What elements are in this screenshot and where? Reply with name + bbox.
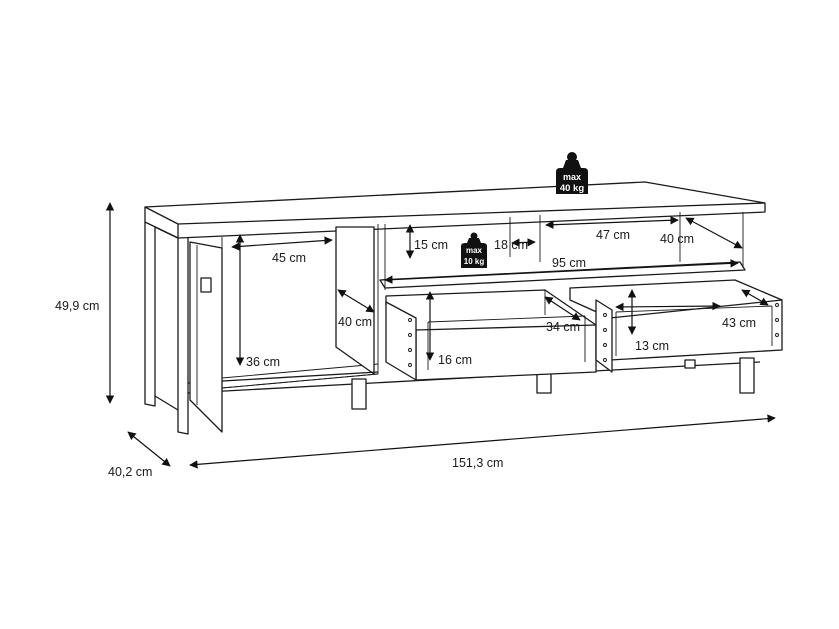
left-depth-label: 40 cm <box>338 315 372 329</box>
niche-width-label: 18 cm <box>494 238 528 252</box>
drawer2-depth-label: 43 cm <box>722 316 756 330</box>
width-label: 151,3 cm <box>452 456 503 470</box>
drawer-1 <box>385 289 597 381</box>
depth-label: 40,2 cm <box>108 465 152 479</box>
svg-text:10 kg: 10 kg <box>464 257 485 266</box>
svg-text:max: max <box>563 172 581 182</box>
niche-height-label: 15 cm <box>414 238 448 252</box>
middle-shelf-width-label: 95 cm <box>552 256 586 270</box>
cabinet-door <box>189 241 223 433</box>
left-width-label: 45 cm <box>272 251 306 265</box>
top-shelf-depth-label: 40 cm <box>660 232 694 246</box>
top-shelf-width-label: 47 cm <box>596 228 630 242</box>
height-label: 49,9 cm <box>55 299 99 313</box>
width-arrow <box>189 414 776 469</box>
svg-text:40 kg: 40 kg <box>560 183 584 194</box>
drawer2-height-label: 13 cm <box>635 339 669 353</box>
svg-text:max: max <box>466 246 483 255</box>
cabinet-body <box>144 181 766 435</box>
left-height-label: 36 cm <box>246 355 280 369</box>
weight-10kg-icon: max 10 kg <box>461 232 487 268</box>
dimension-lines <box>105 202 776 469</box>
drawer1-height-label: 16 cm <box>438 353 472 367</box>
drawer1-depth-label: 34 cm <box>546 320 580 334</box>
depth-arrow <box>127 431 171 467</box>
dimension-labels: 49,9 cm 40,2 cm 151,3 cm 45 cm 36 cm 40 … <box>55 228 756 479</box>
drawer-2 <box>569 279 783 373</box>
weight-40kg-icon: max 40 kg <box>556 152 588 194</box>
